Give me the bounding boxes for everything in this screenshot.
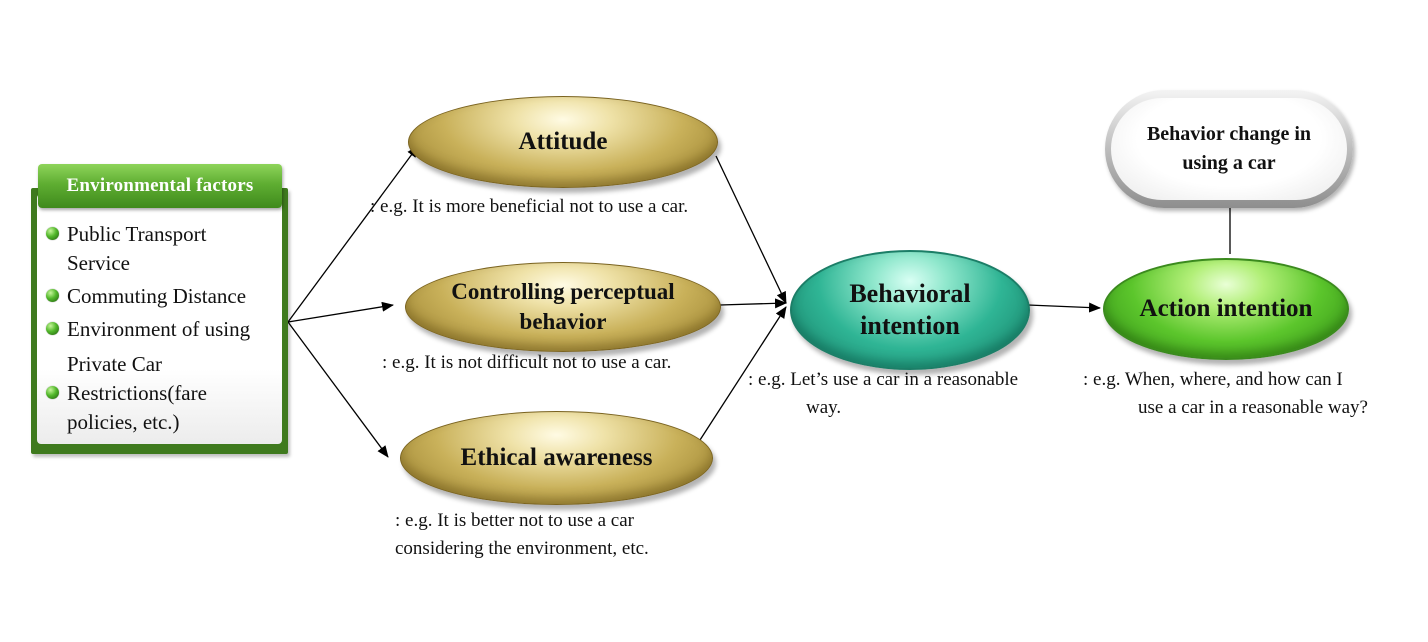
ethical-label: Ethical awareness [460, 444, 653, 471]
list-item: Commuting Distance [46, 282, 282, 311]
arrow-env-to-attitude [287, 145, 419, 323]
list-item-text: Environment of using [67, 317, 251, 341]
action-example-line2: use a car in a reasonable way? [1138, 397, 1368, 418]
control-example: : e.g. It is not difficult not to use a … [382, 352, 672, 373]
controlling-perceptual-behavior-node: Controlling perceptual behavior [405, 262, 721, 352]
arrow-env-to-control [287, 301, 394, 323]
environmental-factors-list: Public Transport Service Commuting Dista… [46, 220, 282, 437]
arrow-attitude-to-behavioral [715, 155, 787, 304]
action-intention-node: Action intention [1103, 258, 1349, 360]
behavioral-label-line1: Behavioral [849, 279, 971, 308]
bullet-icon [46, 289, 59, 302]
list-item: Environment of using Private Car [46, 315, 282, 379]
behavioral-example-line1: : e.g. Let’s use a car in a reasonable [748, 369, 1019, 390]
behavioral-intention-node: Behavioral intention [790, 250, 1030, 370]
list-item: Public Transport Service [46, 220, 282, 278]
bullet-icon [46, 386, 59, 399]
list-item-text-continued: Private Car [67, 352, 163, 376]
control-label-line1: Controlling perceptual [451, 279, 675, 304]
bullet-icon [46, 227, 59, 240]
list-item-text: Restrictions(fare [67, 381, 207, 405]
list-item-text: Public Transport [67, 222, 207, 246]
ethical-example-line1: : e.g. It is better not to use a car [395, 510, 635, 531]
list-item-text: Commuting Distance [67, 284, 247, 308]
behavior-change-body: Behavior change in using a car [1111, 98, 1347, 200]
attitude-example: : e.g. It is more beneficial not to use … [370, 196, 689, 217]
action-label: Action intention [1139, 295, 1313, 322]
behavioral-label-line2: intention [860, 311, 960, 340]
environmental-factors-title: Environmental factors [38, 164, 282, 208]
behavioral-example-line2: way. [806, 397, 842, 418]
arrow-ethical-to-behavioral [699, 306, 787, 441]
list-item-text-continued: Service [67, 251, 130, 275]
behavioral-example: : e.g. Let’s use a car in a reasonable w… [748, 366, 1018, 422]
list-item-text-continued: policies, etc.) [67, 410, 180, 434]
environmental-factors-panel [31, 188, 288, 454]
behavior-change-node: Behavior change in using a car [1105, 90, 1353, 208]
control-label-line2: behavior [519, 309, 607, 334]
change-label-line2: using a car [1182, 152, 1276, 174]
bullet-icon [46, 322, 59, 335]
ethical-example-line2: considering the environment, etc. [395, 538, 649, 559]
attitude-label: Attitude [518, 128, 608, 155]
attitude-node: Attitude [408, 96, 718, 188]
change-label-line1: Behavior change in [1146, 123, 1312, 145]
ethical-example: : e.g. It is better not to use a car con… [395, 507, 649, 563]
arrow-behavioral-to-action [1027, 302, 1101, 313]
action-example: : e.g. When, where, and how can I use a … [1083, 366, 1368, 422]
action-example-line1: : e.g. When, where, and how can I [1083, 369, 1343, 390]
environmental-factors-body [37, 194, 282, 444]
ethical-awareness-node: Ethical awareness [400, 411, 713, 505]
list-item: Restrictions(fare policies, etc.) [46, 379, 282, 437]
arrow-env-to-ethical [287, 321, 389, 458]
arrow-control-to-behavioral [719, 298, 787, 309]
